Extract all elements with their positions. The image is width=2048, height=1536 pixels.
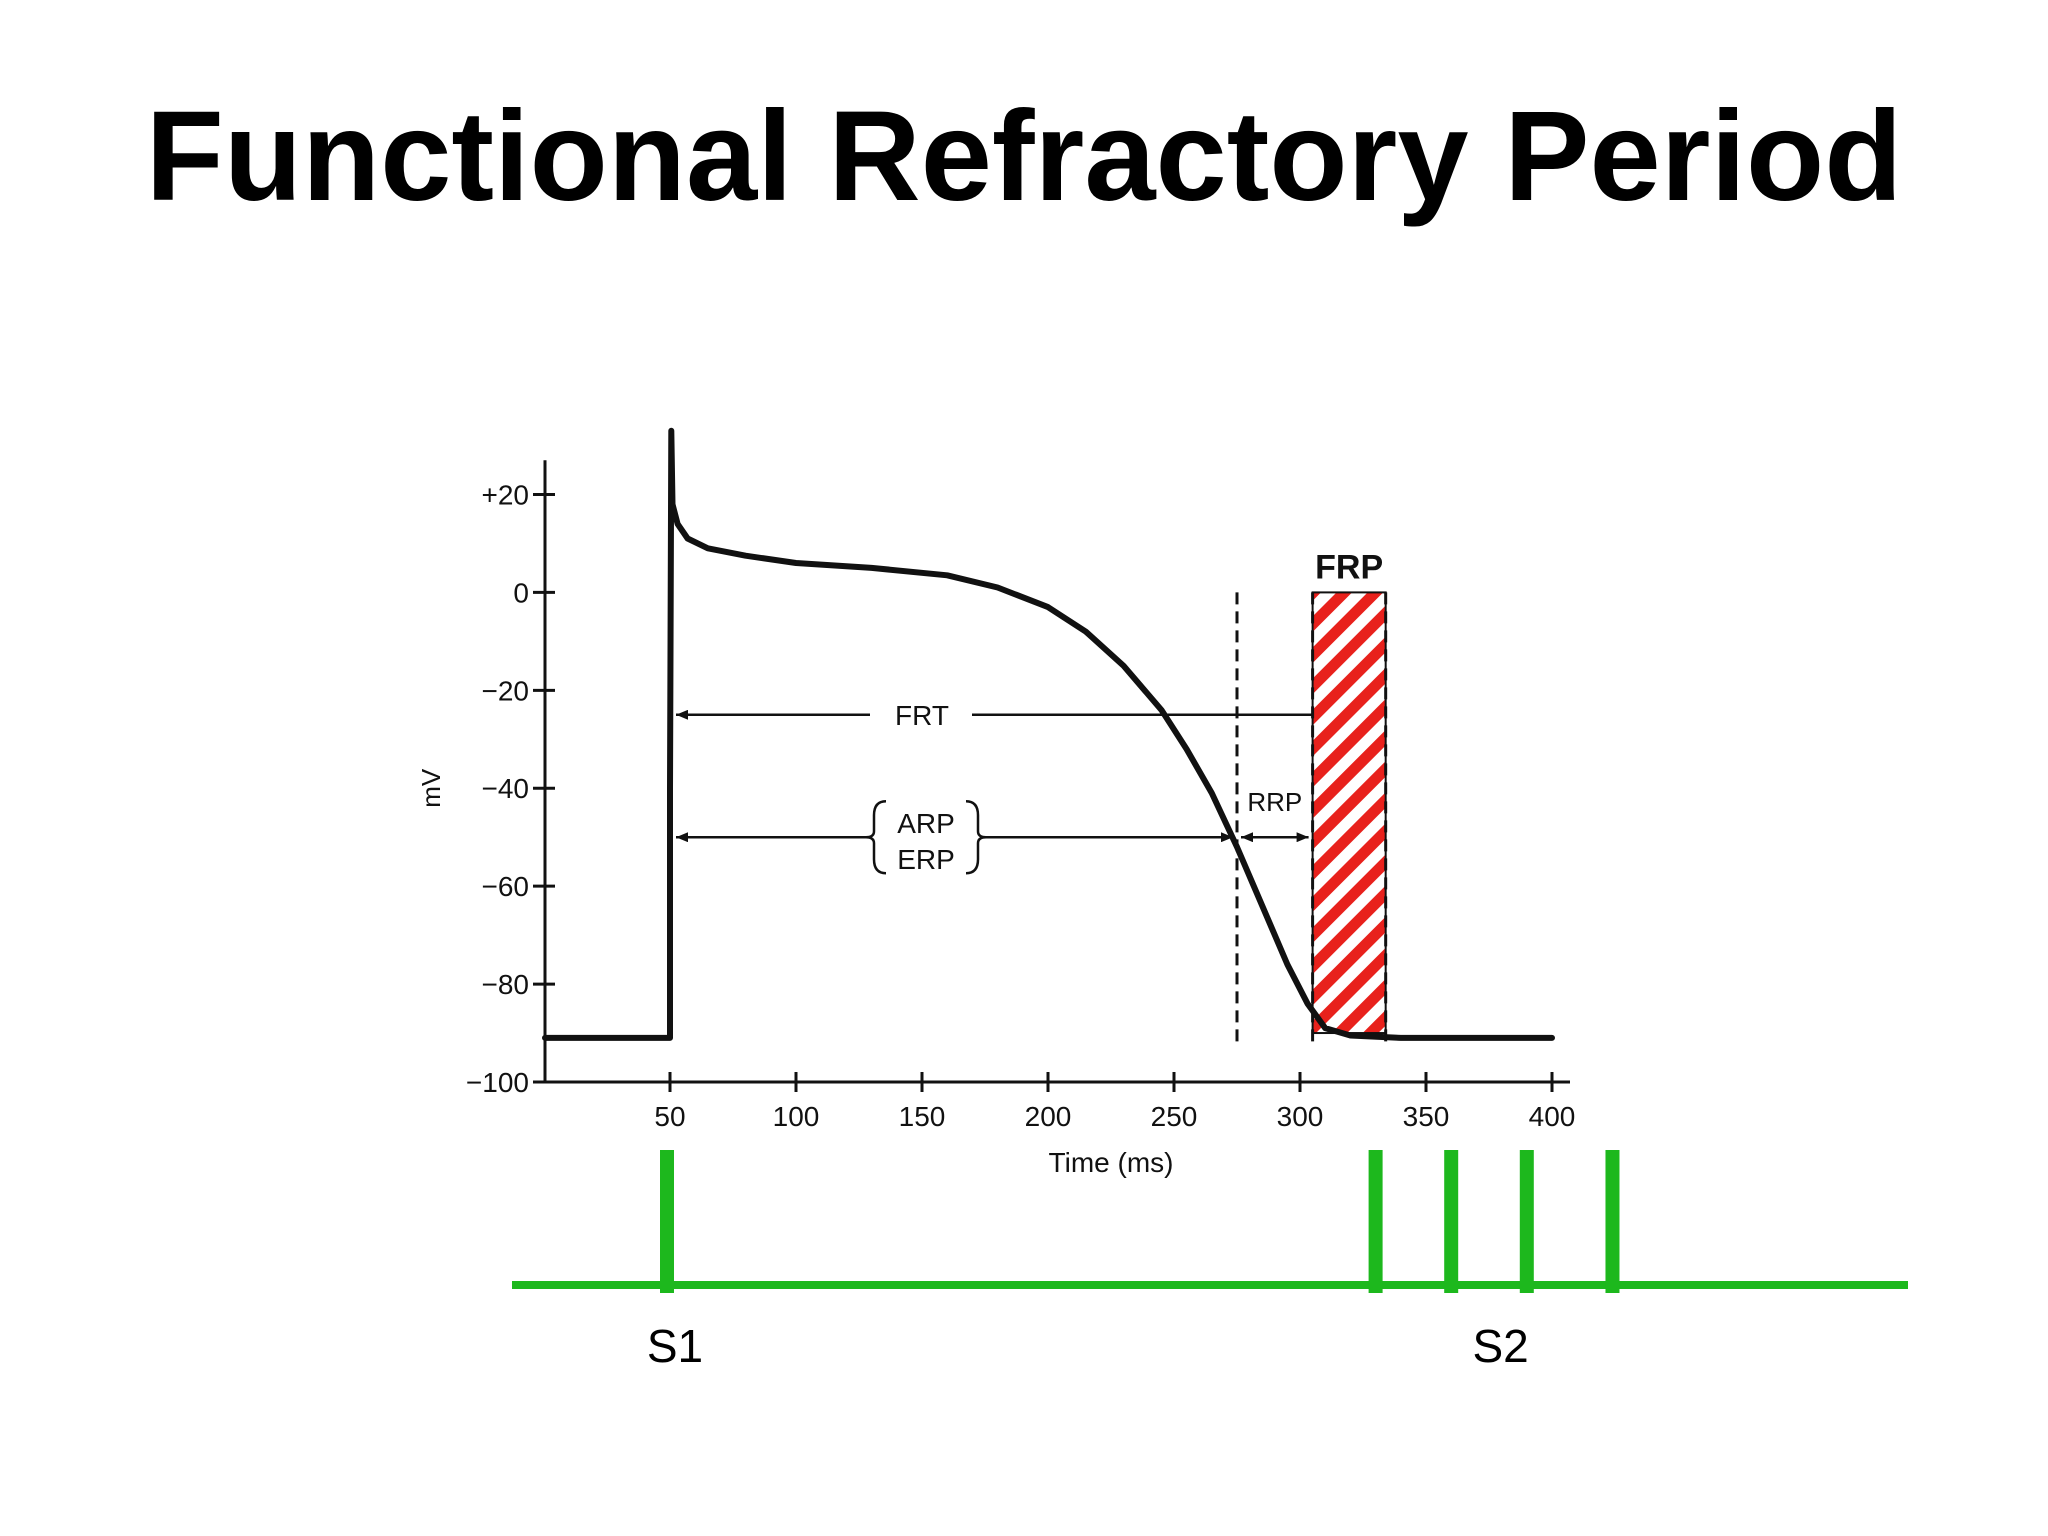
right-brace [965, 799, 987, 875]
x-axis-label: Time (ms) [1049, 1147, 1174, 1178]
frp-label: FRP [1315, 548, 1383, 586]
left-brace [865, 799, 887, 875]
y-axis-label: mV [416, 768, 446, 808]
x-ticks: 50 100 150 200 250 300 350 400 [654, 1072, 1575, 1132]
interval-annotations: FRT ARP ERP RRP [676, 700, 1313, 875]
y-tick-label: −100 [466, 1067, 529, 1098]
x-tick-label: 50 [654, 1101, 685, 1132]
x-tick-label: 400 [1529, 1101, 1576, 1132]
x-tick-label: 100 [773, 1101, 820, 1132]
x-tick-label: 350 [1403, 1101, 1450, 1132]
y-tick-label: +20 [482, 479, 530, 510]
stimulus-train: S1 S2 [512, 1150, 1908, 1372]
y-tick-label: −60 [482, 871, 530, 902]
action-potential-curve [542, 427, 1555, 1041]
stimulus-label-s2: S2 [1472, 1320, 1528, 1372]
x-tick-label: 150 [899, 1101, 946, 1132]
frt-label: FRT [895, 700, 949, 731]
y-ticks: +20 0 −20 −40 −60 −80 −100 [466, 479, 555, 1098]
axes: +20 0 −20 −40 −60 −80 −100 50 100 150 200 250 300 35… [416, 460, 1575, 1178]
y-tick-label: −20 [482, 675, 530, 706]
x-tick-label: 300 [1277, 1101, 1324, 1132]
slide-title: Functional Refractory Period [145, 85, 1903, 228]
y-tick-label: −40 [482, 773, 530, 804]
rrp-label: RRP [1247, 787, 1302, 817]
y-tick-label: −80 [482, 969, 530, 1000]
stimulus-label-s1: S1 [647, 1320, 703, 1372]
y-tick-label: 0 [513, 577, 529, 608]
frp-hatched-region [1311, 591, 1387, 1035]
x-tick-label: 250 [1151, 1101, 1198, 1132]
arp-label: ARP [897, 808, 955, 839]
x-tick-label: 200 [1025, 1101, 1072, 1132]
erp-label: ERP [897, 844, 955, 875]
